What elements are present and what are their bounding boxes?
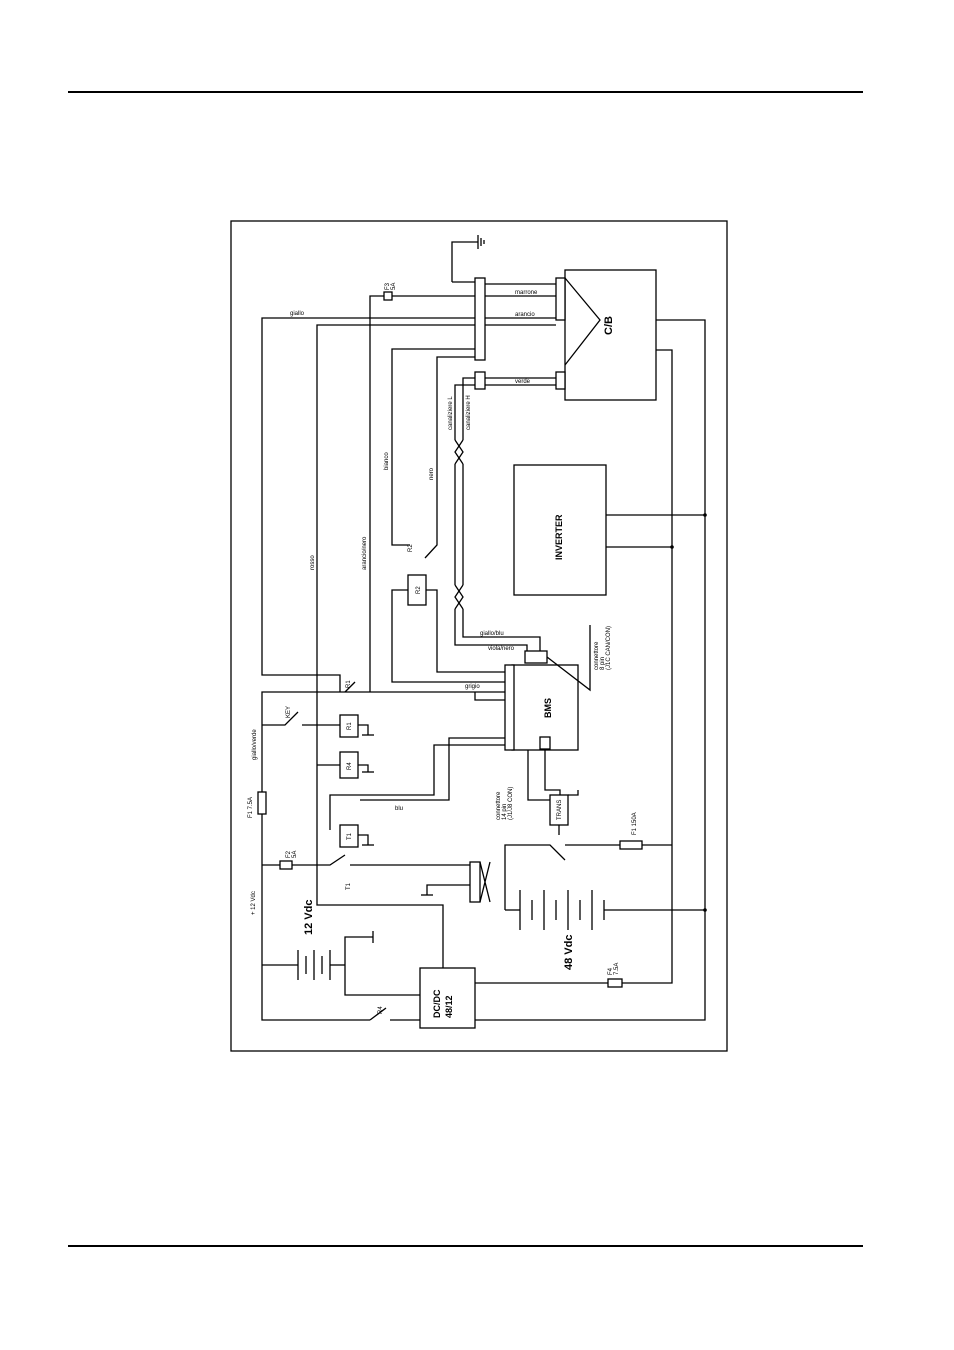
svg-text:R2: R2 — [416, 586, 422, 594]
svg-text:KEY: KEY — [286, 706, 292, 718]
main-contactor: F1 150A — [504, 812, 672, 910]
dcdc-label-2: 48/12 — [444, 995, 454, 1018]
dcdc-block: DC/DC 48/12 R4 — [369, 967, 476, 1029]
can-twisted-pair — [454, 439, 541, 655]
svg-text:R1: R1 — [346, 680, 352, 688]
svg-text:arancio/nero: arancio/nero — [362, 536, 368, 570]
svg-text:R1: R1 — [347, 722, 353, 730]
cb-terminals — [474, 277, 566, 390]
connector-labels: connettore 8 pin (J1C CAN/CON) connettor… — [496, 626, 612, 820]
header-rule — [68, 91, 863, 93]
svg-text:R4: R4 — [347, 762, 353, 770]
t1-relay: T1 F2 5A T1 — [262, 824, 470, 890]
wire-labels: giallo marrone arancio verde bianco nero… — [252, 290, 538, 812]
svg-text:T1: T1 — [347, 832, 353, 840]
svg-text:14 pin: 14 pin — [502, 804, 508, 820]
svg-text:canaliziere L: canaliziere L — [448, 396, 454, 430]
svg-text:TRANS: TRANS — [557, 800, 563, 820]
bms-block: BMS — [504, 625, 591, 751]
svg-text:giallo/blu: giallo/blu — [480, 631, 504, 637]
svg-text:F3: F3 — [385, 282, 391, 290]
svg-text:F1 7.5A: F1 7.5A — [248, 797, 254, 818]
svg-text:giallo/verde: giallo/verde — [252, 729, 258, 760]
battery-12v: 12 Vdc + 12 Vdc — [251, 891, 420, 996]
svg-text:8 pin: 8 pin — [600, 657, 606, 670]
svg-text:blu: blu — [395, 806, 403, 812]
svg-text:marrone: marrone — [515, 290, 538, 296]
svg-text:grigio: grigio — [465, 684, 480, 690]
battery-48v: 48 Vdc — [505, 890, 707, 970]
svg-text:7.5A: 7.5A — [614, 963, 620, 975]
ground-symbol-top — [451, 235, 485, 283]
bms-label: BMS — [543, 698, 553, 718]
svg-text:arancio: arancio — [515, 312, 535, 318]
dcdc-label-1: DC/DC — [432, 989, 442, 1018]
svg-text:+ 12 Vdc: + 12 Vdc — [251, 891, 257, 915]
fuse-f4: F4 7.5A — [475, 845, 673, 988]
r1-key-group: KEY R1 R1 — [262, 680, 374, 738]
fuse-f3-label: F3 5A — [385, 282, 397, 290]
svg-text:5A: 5A — [391, 283, 397, 290]
fuse-f1: F1 7.5A — [248, 791, 267, 818]
inverter-block: INVERTER — [513, 464, 707, 596]
diagram-frame — [230, 220, 728, 1052]
svg-text:connettore: connettore — [594, 641, 600, 670]
svg-text:nero: nero — [429, 467, 435, 480]
inverter-label: INVERTER — [554, 514, 564, 560]
footer-rule — [68, 1245, 863, 1247]
svg-text:R4: R4 — [378, 1006, 384, 1014]
svg-text:canaliziere H: canaliziere H — [466, 395, 472, 430]
cb-label: C/B — [603, 316, 615, 335]
v48-label: 48 Vdc — [563, 935, 575, 970]
svg-text:F1 150A: F1 150A — [632, 812, 638, 835]
svg-text:rosso: rosso — [310, 555, 316, 570]
trans-block: TRANS — [549, 790, 579, 835]
svg-text:T1: T1 — [346, 882, 352, 890]
svg-text:F2: F2 — [286, 850, 292, 858]
v12-label: 12 Vdc — [303, 900, 315, 935]
svg-text:5A: 5A — [292, 851, 298, 858]
r2-relay: R2 R2 — [391, 544, 512, 683]
cb-controller: C/B — [564, 269, 657, 401]
svg-text:F4: F4 — [608, 967, 614, 975]
svg-text:R2: R2 — [408, 544, 414, 552]
svg-text:connettore: connettore — [496, 791, 502, 820]
svg-text:bianco: bianco — [384, 452, 390, 470]
svg-text:verde: verde — [515, 379, 531, 385]
svg-text:(J1C CAN/CON): (J1C CAN/CON) — [606, 626, 612, 670]
r4-relay: R4 — [317, 751, 374, 779]
wires-top — [261, 291, 706, 1021]
contactor-coil — [421, 861, 491, 903]
svg-text:(J1/J8 CON): (J1/J8 CON) — [508, 787, 514, 820]
svg-text:viola/nero: viola/nero — [488, 646, 515, 652]
svg-text:giallo: giallo — [290, 311, 305, 317]
